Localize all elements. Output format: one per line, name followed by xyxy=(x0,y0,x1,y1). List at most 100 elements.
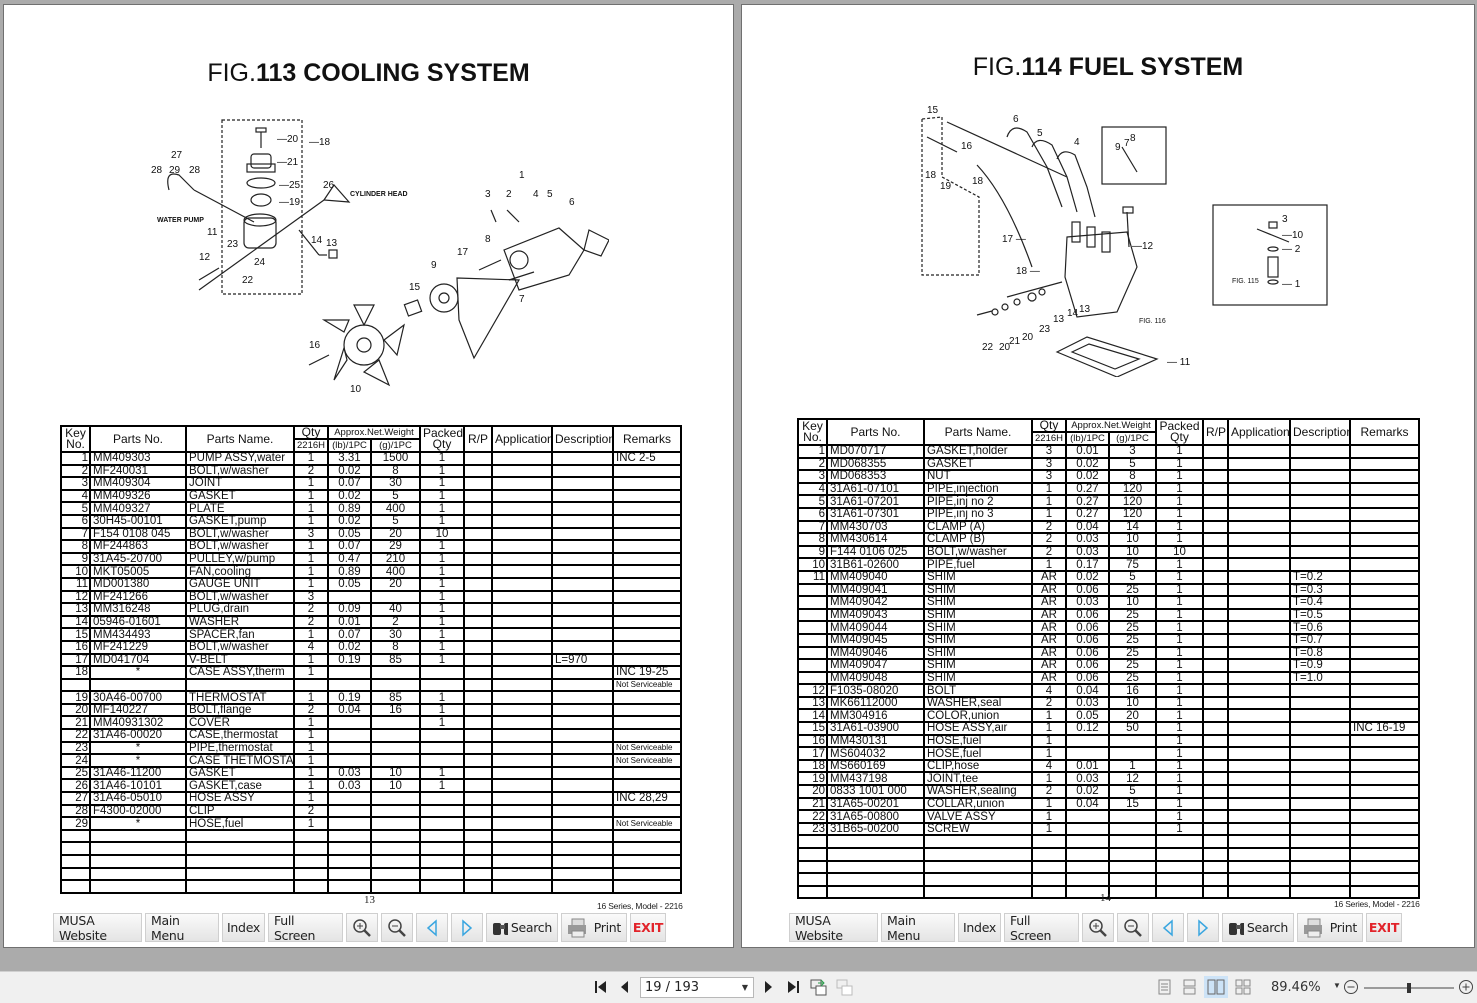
svg-text:5: 5 xyxy=(1037,128,1043,139)
print-button[interactable]: Print xyxy=(1297,913,1363,942)
cell-parts-no: 31A46-11200 xyxy=(89,765,187,781)
exit-button[interactable]: EXIT xyxy=(1366,913,1402,942)
cell-weight-lb xyxy=(1065,834,1110,849)
previous-page-button[interactable] xyxy=(416,913,448,942)
cell-weight-g: 10 xyxy=(1108,695,1157,711)
cell-qty xyxy=(293,879,329,894)
cell-qty: 1 xyxy=(293,791,329,806)
cell-application xyxy=(1227,557,1291,572)
cell-remarks xyxy=(1349,658,1420,673)
cell-key-no xyxy=(797,884,828,900)
cell-parts-name: WASHER,sealing xyxy=(923,784,1033,799)
exit-button[interactable]: EXIT xyxy=(630,913,666,942)
cell-remarks xyxy=(1349,884,1420,900)
cell-weight-g xyxy=(370,589,421,605)
single-page-view-icon[interactable] xyxy=(1158,979,1172,995)
cell-weight-lb: 0.05 xyxy=(327,576,372,592)
continuous-view-icon[interactable] xyxy=(1183,979,1197,995)
cell-rp xyxy=(463,866,493,882)
zoom-slider-thumb[interactable] xyxy=(1407,983,1411,993)
next-page-button[interactable] xyxy=(451,913,483,942)
zoom-out-button[interactable] xyxy=(1117,913,1149,942)
index-button[interactable]: Index xyxy=(222,913,265,942)
cell-key-no: 5 xyxy=(60,501,91,516)
zoom-in-button[interactable] xyxy=(346,913,378,942)
zoom-in-button[interactable] xyxy=(1082,913,1114,942)
musa-website-button[interactable]: MUSA Website xyxy=(53,913,142,943)
cell-parts-no xyxy=(89,854,187,869)
cell-remarks xyxy=(612,476,682,491)
chevron-down-icon[interactable]: ▼ xyxy=(741,983,748,992)
cell-parts-no: MM409303 xyxy=(89,451,187,466)
musa-website-button[interactable]: MUSA Website xyxy=(789,913,878,943)
cell-description xyxy=(551,828,614,844)
cell-rp xyxy=(1202,683,1229,698)
zoom-out-minus-icon[interactable] xyxy=(1343,979,1359,995)
cell-description: T=0.4 xyxy=(1289,595,1351,610)
main-menu-button[interactable]: Main Menu xyxy=(145,913,219,943)
svg-text:2: 2 xyxy=(506,189,512,200)
cell-weight-g xyxy=(370,828,421,844)
next-page-icon[interactable] xyxy=(762,979,774,995)
cell-application xyxy=(1227,884,1291,900)
cell-rp xyxy=(1202,758,1229,774)
cell-packed-qty: 1 xyxy=(419,551,465,567)
cell-parts-no: MM434493 xyxy=(89,627,187,642)
next-page-button[interactable] xyxy=(1187,913,1219,942)
cell-qty: AR xyxy=(1031,595,1067,610)
cell-weight-lb xyxy=(327,828,372,844)
zoom-level[interactable]: 89.46% xyxy=(1271,980,1321,995)
cell-weight-lb: 0.06 xyxy=(1065,658,1110,673)
cell-packed-qty: 1 xyxy=(419,627,465,642)
zoom-dropdown-icon[interactable]: ▼ xyxy=(1333,981,1341,990)
svg-text:22: 22 xyxy=(982,342,994,353)
cell-remarks: Not Serviceable xyxy=(612,816,682,831)
cell-qty: 4 xyxy=(1031,758,1067,774)
cell-packed-qty: 1 xyxy=(419,778,465,793)
previous-page-button[interactable] xyxy=(1152,913,1184,942)
zoom-out-button[interactable] xyxy=(381,913,413,942)
cell-parts-no xyxy=(89,677,187,693)
index-button[interactable]: Index xyxy=(958,913,1001,942)
cell-rp xyxy=(463,564,493,579)
print-button[interactable]: Print xyxy=(561,913,627,942)
search-button[interactable]: Search xyxy=(1222,913,1294,942)
cell-weight-g xyxy=(370,816,421,831)
page-number: 14 xyxy=(1100,892,1111,904)
go-back-view-icon[interactable] xyxy=(810,979,828,997)
col-qty-2216h: 2216H xyxy=(293,438,329,453)
first-page-icon[interactable] xyxy=(594,979,608,995)
zoom-slider[interactable] xyxy=(1364,981,1454,995)
cell-remarks xyxy=(1349,645,1420,661)
go-forward-view-icon[interactable] xyxy=(836,979,854,997)
cell-description xyxy=(1289,758,1351,774)
page-number-input[interactable]: 19 / 193▼ xyxy=(640,977,754,998)
cell-packed-qty: 1 xyxy=(1155,632,1204,648)
full-screen-button[interactable]: Full Screen xyxy=(268,913,343,943)
search-button[interactable]: Search xyxy=(486,913,558,942)
cell-weight-g xyxy=(1108,809,1157,824)
cell-qty xyxy=(293,854,329,869)
cell-weight-lb xyxy=(327,866,372,882)
two-page-continuous-icon[interactable] xyxy=(1235,979,1251,995)
zoom-in-plus-icon[interactable] xyxy=(1458,979,1474,995)
two-page-view-active[interactable] xyxy=(1204,976,1228,998)
main-menu-button[interactable]: Main Menu xyxy=(881,913,955,943)
cell-weight-g xyxy=(370,677,421,693)
cell-application xyxy=(1227,821,1291,837)
cell-weight-g: 75 xyxy=(1108,557,1157,572)
svg-text:18 —: 18 — xyxy=(1016,266,1040,277)
previous-page-icon[interactable] xyxy=(619,979,631,995)
cell-description xyxy=(1289,544,1351,560)
full-screen-button[interactable]: Full Screen xyxy=(1004,913,1079,943)
cell-key-no: 12 xyxy=(60,589,91,605)
cell-qty: 2 xyxy=(293,702,329,718)
cell-qty: 1 xyxy=(1031,721,1067,736)
cell-key-no: 17 xyxy=(797,746,828,761)
cell-parts-name: VALVE ASSY xyxy=(923,809,1033,824)
cell-remarks: INC 16-19 xyxy=(1349,721,1420,736)
last-page-icon[interactable] xyxy=(786,979,800,995)
